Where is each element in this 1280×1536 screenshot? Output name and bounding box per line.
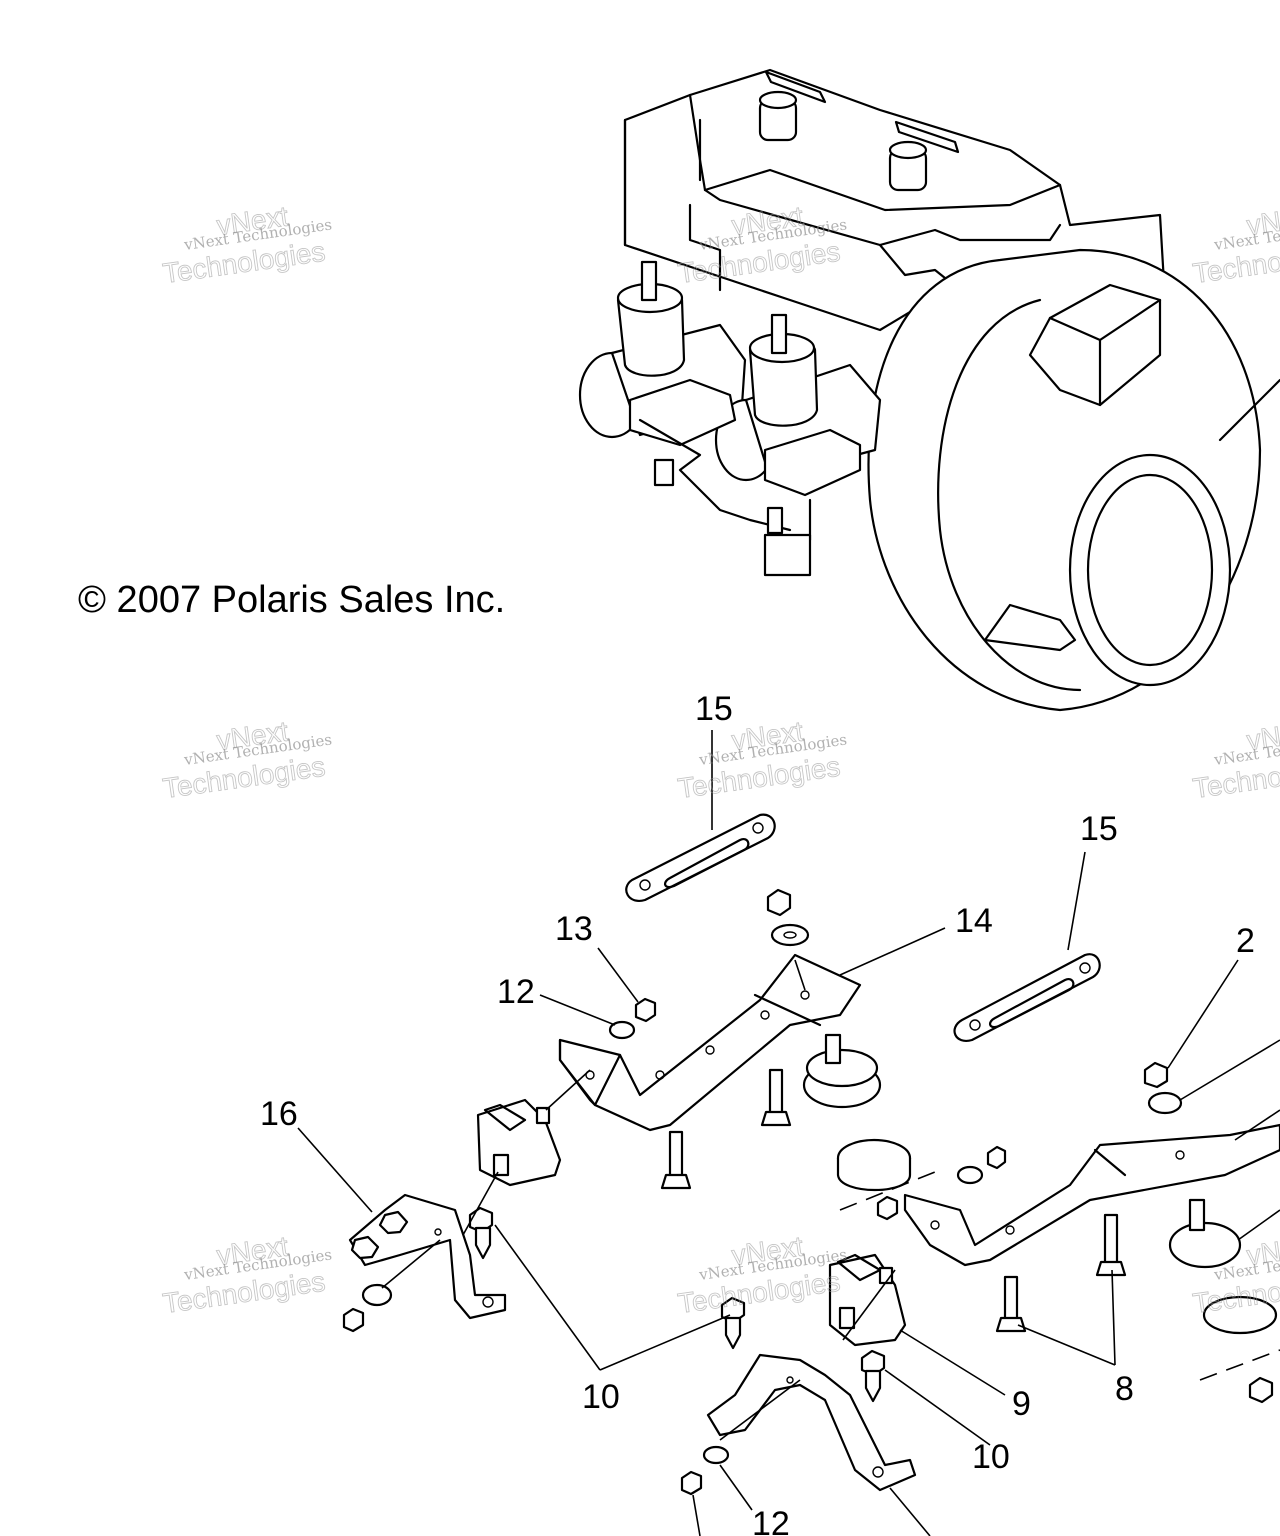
- watermark-7: vNext vNext Technologies Technologies: [160, 1230, 333, 1320]
- nut-13: [634, 997, 657, 1023]
- nut-2: [1143, 1061, 1169, 1089]
- callout-12-b: 12: [752, 1505, 790, 1536]
- watermark-1: vNext vNext Technologies Technologies: [160, 200, 333, 290]
- watermark-6: vNext vNext Technologies Technologies: [1190, 715, 1280, 805]
- callout-14: 14: [955, 902, 993, 940]
- callout-9: 9: [1012, 1385, 1031, 1423]
- callout-15-b: 15: [1080, 810, 1118, 848]
- callout-10-b: 10: [972, 1438, 1010, 1476]
- leader-lines: [297, 730, 1280, 1536]
- lower-bracket: [706, 1353, 917, 1492]
- callout-13: 13: [555, 910, 593, 948]
- callout-10-a: 10: [582, 1378, 620, 1416]
- part-2-bracket: [903, 1123, 1280, 1267]
- part-15-strap-a: [625, 813, 776, 902]
- watermark-3: vNext vNext Technologies Technologies: [1190, 200, 1280, 290]
- nut-14: [766, 888, 792, 917]
- mount-block-b: [828, 1253, 907, 1347]
- callout-8: 8: [1115, 1370, 1134, 1408]
- bolt-group-a: [660, 1068, 1127, 1333]
- rubber-mounts: [802, 1033, 1278, 1335]
- engine-illustration: [578, 68, 1280, 712]
- mounting-parts: [342, 813, 1280, 1496]
- watermark-4: vNext vNext Technologies Technologies: [160, 715, 333, 805]
- part-15-strap-b: [953, 953, 1101, 1042]
- mount-block-a: [476, 1098, 562, 1187]
- centerline-b: [1199, 1349, 1280, 1381]
- washer-2: [1147, 1091, 1183, 1115]
- callout-16: 16: [260, 1095, 298, 1133]
- copyright-text: © 2007 Polaris Sales Inc.: [78, 579, 505, 621]
- part-14-bracket: [558, 953, 862, 1132]
- part-16-bracket: [348, 1193, 507, 1320]
- callout-12-a: 12: [497, 973, 535, 1011]
- watermark-8: vNext vNext Technologies Technologies: [675, 1230, 848, 1320]
- centerline-a: [839, 1169, 941, 1211]
- callout-2: 2: [1236, 922, 1255, 960]
- washer-14: [770, 923, 810, 947]
- washer-12: [608, 1020, 636, 1040]
- callout-15-a: 15: [695, 690, 733, 728]
